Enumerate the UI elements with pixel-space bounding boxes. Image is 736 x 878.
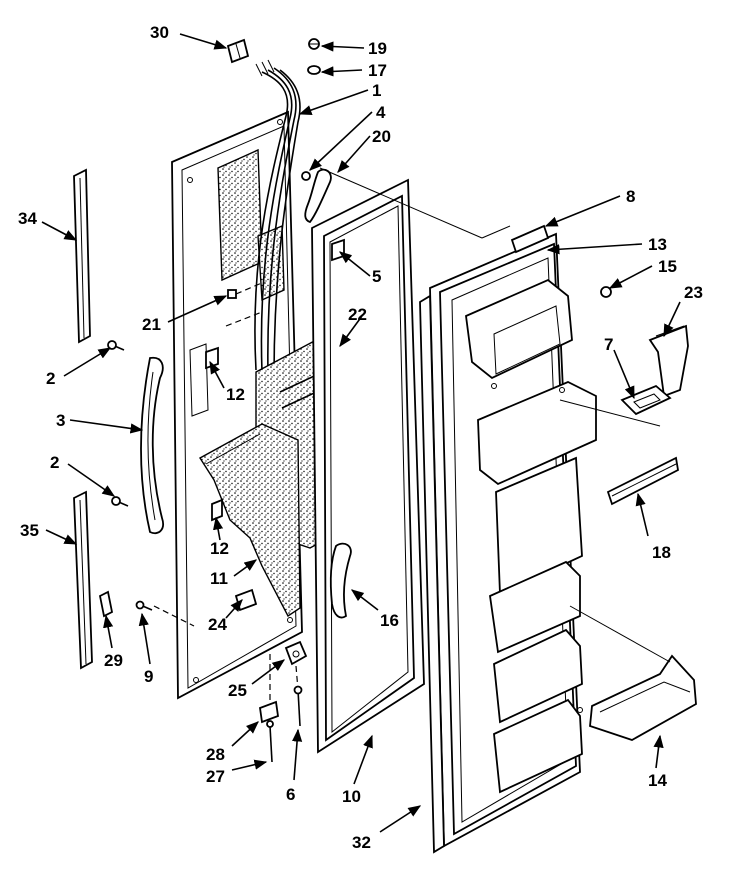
callout-30: 30 [150, 23, 169, 42]
callout-1: 1 [372, 81, 381, 100]
callout-7: 7 [604, 335, 613, 354]
callout-12-upper: 12 [226, 385, 245, 404]
callout-24: 24 [208, 615, 227, 634]
screw-2-lower [111, 496, 129, 507]
screw-9 [135, 600, 153, 611]
gasket-7 [620, 384, 672, 416]
screw-2-upper [107, 340, 125, 351]
callout-15: 15 [658, 257, 677, 276]
callout-18: 18 [652, 543, 671, 562]
callout-27: 27 [206, 767, 225, 786]
leader-lines [41, 33, 681, 833]
cover-plate-13 [510, 224, 550, 254]
trim-strip-34 [73, 168, 91, 344]
callout-23: 23 [684, 283, 703, 302]
callout-2-upper: 2 [46, 369, 55, 388]
callout-12-lower: 12 [210, 539, 229, 558]
screw-4 [301, 171, 311, 181]
bushing-28 [259, 700, 279, 724]
screw-27 [266, 720, 274, 763]
callout-10: 10 [342, 787, 361, 806]
callout-5: 5 [372, 267, 381, 286]
callout-29: 29 [104, 651, 123, 670]
bracket-12-lower [211, 498, 223, 522]
liner-trim-32 [419, 294, 445, 854]
trim-strip-35 [73, 490, 93, 670]
wire-harness [254, 59, 301, 377]
callout-labels: 30 19 17 1 4 20 8 34 13 15 5 23 21 22 2 … [18, 23, 703, 852]
bin-14 [589, 654, 697, 741]
tube-20 [304, 168, 332, 224]
callout-6: 6 [286, 785, 295, 804]
tube-16 [329, 542, 352, 619]
callout-32: 32 [352, 833, 371, 852]
callout-4: 4 [376, 103, 386, 122]
clip-29 [98, 590, 114, 618]
callout-8: 8 [626, 187, 635, 206]
screw-19 [308, 38, 320, 50]
callout-2-lower: 2 [50, 453, 59, 472]
callout-16: 16 [380, 611, 399, 630]
rail-18 [606, 456, 679, 506]
callout-19: 19 [368, 39, 387, 58]
callout-3: 3 [56, 411, 65, 430]
callout-34: 34 [18, 209, 37, 228]
callout-11: 11 [210, 569, 228, 588]
hinge-bracket-25 [284, 640, 308, 666]
callout-9: 9 [144, 667, 153, 686]
callout-21: 21 [142, 315, 161, 334]
screw-15 [600, 286, 612, 298]
grommet-17 [307, 65, 321, 75]
callout-17: 17 [368, 61, 387, 80]
callout-22: 22 [348, 305, 367, 324]
screw-6 [293, 685, 303, 727]
callout-14: 14 [648, 771, 667, 790]
door-handle [140, 356, 164, 535]
callout-25: 25 [228, 681, 247, 700]
door-gasket [311, 178, 425, 754]
callout-35: 35 [20, 521, 39, 540]
callout-20: 20 [372, 127, 391, 146]
connector-30 [226, 38, 250, 64]
callout-13: 13 [648, 235, 667, 254]
clip-5 [331, 238, 345, 262]
clip-21 [227, 289, 237, 299]
callout-28: 28 [206, 745, 225, 764]
inner-door-liner [429, 232, 597, 848]
